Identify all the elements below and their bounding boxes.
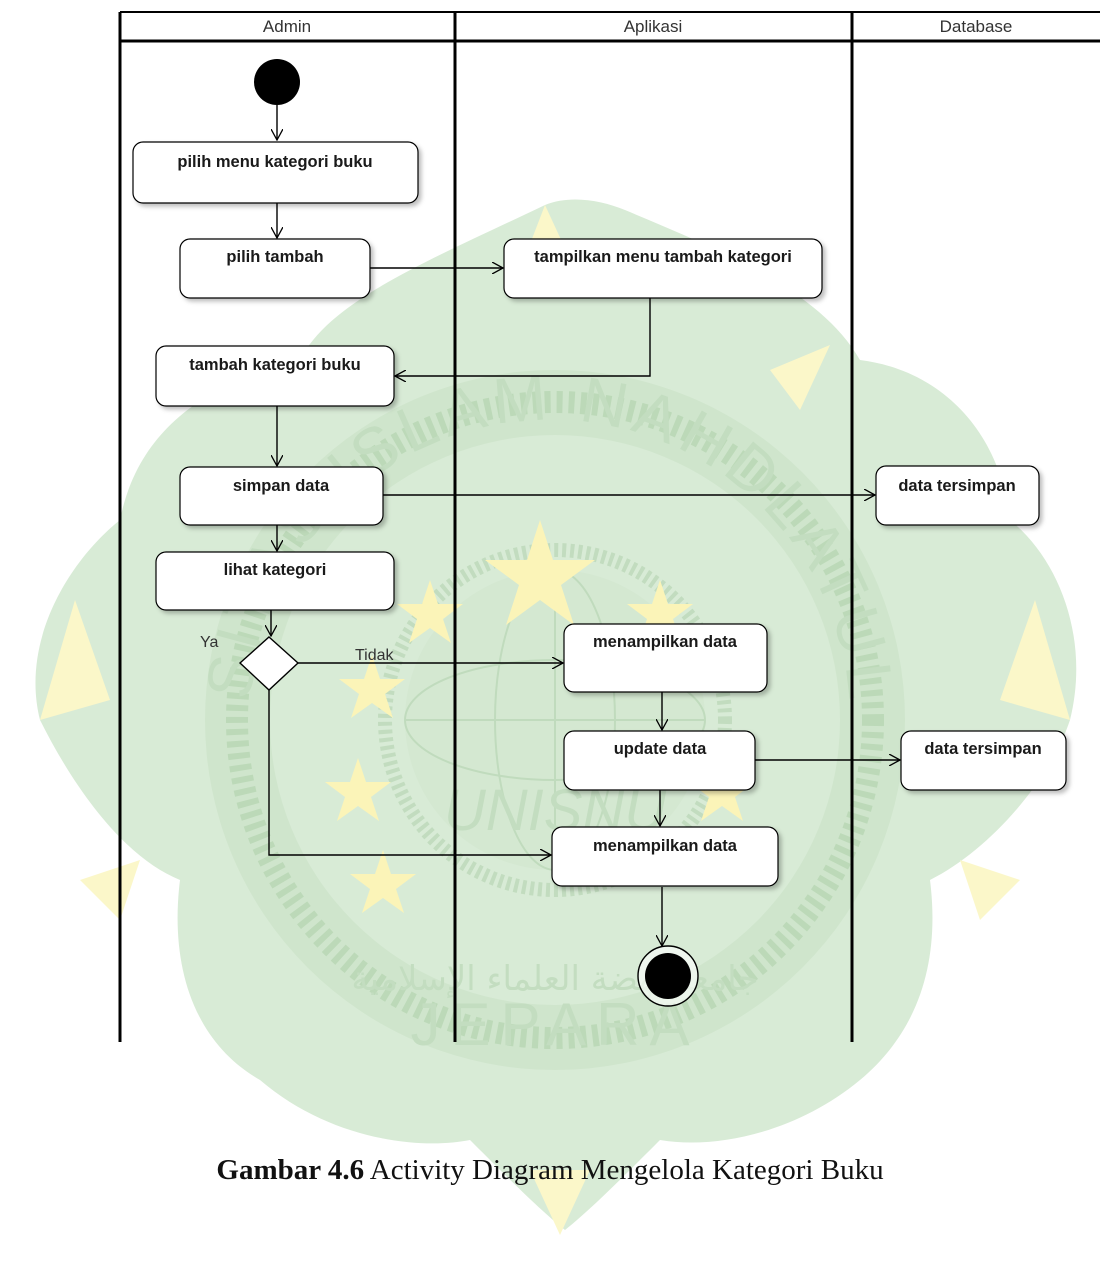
action-simpan-data: simpan data (179, 466, 384, 526)
action-data-tersimpan-2: data tersimpan (900, 730, 1067, 791)
figure-caption: Gambar 4.6 Activity Diagram Mengelola Ka… (0, 1154, 1100, 1187)
svg-text:lihat kategori: lihat kategori (224, 561, 327, 579)
svg-text:menampilkan data: menampilkan data (593, 837, 738, 855)
svg-text:update data: update data (614, 740, 707, 758)
guard-tidak: Tidak (355, 647, 395, 664)
edge-tampilkan-to-tambah-kategori (395, 298, 651, 376)
action-tampilkan-menu-tambah: tampilkan menu tambah kategori (503, 238, 823, 299)
figure-number: Gambar 4.6 (216, 1154, 365, 1186)
decision-node (238, 636, 300, 691)
svg-text:simpan data: simpan data (233, 477, 330, 495)
svg-text:data tersimpan: data tersimpan (898, 477, 1015, 495)
swimlanes: Admin Aplikasi Database (118, 11, 1100, 1042)
lane-title-aplikasi: Aplikasi (624, 17, 683, 36)
action-update-data: update data (563, 730, 756, 791)
action-pilih-menu-kategori: pilih menu kategori buku (132, 141, 419, 204)
action-lihat-kategori: lihat kategori (155, 551, 395, 611)
action-tambah-kategori-buku: tambah kategori buku (155, 345, 395, 407)
lane-title-admin: Admin (263, 17, 311, 36)
guard-ya: Ya (200, 634, 218, 651)
watermark-city-text: JEPARA (411, 991, 700, 1058)
action-data-tersimpan-1: data tersimpan (875, 465, 1040, 526)
svg-text:tambah kategori buku: tambah kategori buku (189, 356, 360, 374)
flow-edges (269, 105, 900, 946)
edge-decision-ya (268, 690, 551, 855)
svg-text:data tersimpan: data tersimpan (924, 740, 1041, 758)
svg-text:menampilkan data: menampilkan data (593, 633, 738, 651)
svg-text:pilih tambah: pilih tambah (226, 248, 323, 266)
svg-text:pilih menu kategori buku: pilih menu kategori buku (177, 153, 372, 171)
figure-title: Activity Diagram Mengelola Kategori Buku (364, 1154, 884, 1186)
action-pilih-tambah: pilih tambah (179, 238, 371, 299)
lane-title-database: Database (940, 17, 1013, 36)
end-node (637, 945, 699, 1007)
start-node (254, 59, 300, 105)
action-nodes: pilih menu kategori buku pilih tambah ta… (132, 141, 1067, 887)
svg-text:tampilkan menu tambah kategori: tampilkan menu tambah kategori (534, 248, 792, 266)
action-menampilkan-data-1: menampilkan data (563, 623, 768, 693)
action-menampilkan-data-2: menampilkan data (551, 826, 779, 887)
